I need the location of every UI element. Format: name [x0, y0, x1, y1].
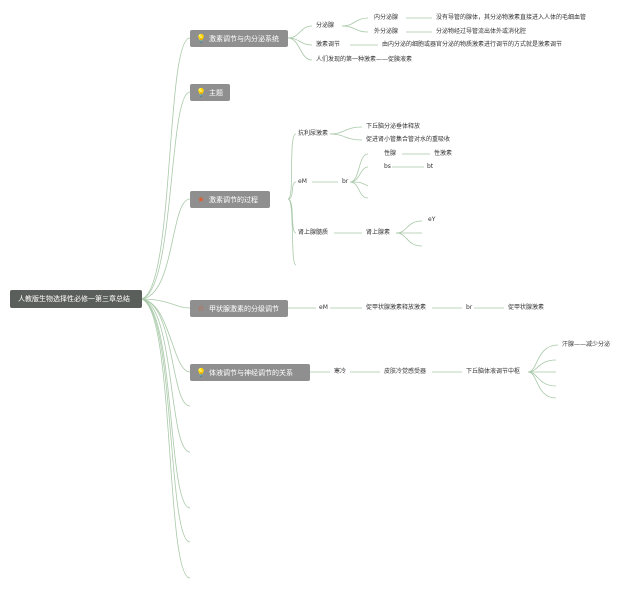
node-sex-hormone[interactable]: 性激素: [434, 150, 453, 157]
topic-endocrine-system[interactable]: 💡激素调节与内分泌系统: [190, 30, 288, 47]
topic-label: 主题: [209, 89, 223, 97]
topic-theme[interactable]: 💡主题: [190, 84, 230, 101]
node-hypothalamus-center[interactable]: 下丘脑体液调节中枢: [466, 368, 521, 375]
lightbulb-icon: 💡: [196, 368, 206, 377]
node-br[interactable]: br: [342, 178, 349, 185]
star-outline-icon: ☆: [197, 304, 205, 313]
node-br[interactable]: br: [466, 304, 473, 311]
node-first-hormone[interactable]: 人们发现的第一种激素——促胰液素: [316, 56, 413, 63]
node-cold[interactable]: 寒冷: [334, 368, 347, 375]
root-topic[interactable]: 人教版生物选择性必修一第三章总结: [10, 290, 142, 308]
node-hormone-regulation[interactable]: 激素调节: [316, 41, 341, 48]
topic-label: 激素调节与内分泌系统: [209, 35, 279, 43]
node-exocrine-gland[interactable]: 外分泌腺: [374, 28, 399, 35]
node-adh-source[interactable]: 下丘脑分泌垂体释放: [366, 123, 421, 130]
node-exocrine-desc[interactable]: 分泌物经过导管流出体外或消化腔: [436, 28, 527, 35]
node-em[interactable]: eM: [298, 178, 307, 185]
topic-humoral-neural[interactable]: 💡体液调节与神经调节的关系: [190, 364, 310, 381]
node-ey[interactable]: eY: [428, 216, 436, 223]
topic-label: 激素调节的过程: [209, 196, 258, 204]
topic-hormone-process[interactable]: ★ 激素调节的过程: [190, 191, 270, 208]
topic-label: 体液调节与神经调节的关系: [209, 369, 293, 377]
node-endocrine-gland[interactable]: 内分泌腺: [374, 14, 399, 21]
node-cold-receptor[interactable]: 皮肤冷觉感受器: [384, 368, 427, 375]
node-gonad[interactable]: 性腺: [384, 150, 397, 157]
node-secretory-gland[interactable]: 分泌腺: [316, 22, 335, 29]
node-endocrine-desc[interactable]: 没有导管的腺体，其分泌物激素直接进入人体的毛细血管: [436, 14, 587, 21]
node-adh[interactable]: 抗利尿激素: [298, 130, 329, 137]
node-bs[interactable]: bs: [384, 163, 391, 170]
node-adh-function[interactable]: 促进肾小管集合管对水的重吸收: [366, 136, 451, 143]
node-hormone-regulation-desc[interactable]: 由内分泌的细胞或器官分泌的物质激素进行调节的方式就是激素调节: [382, 41, 563, 48]
node-trh[interactable]: 促甲状腺激素释放激素: [366, 304, 427, 311]
node-adrenal-medulla[interactable]: 肾上腺髓质: [298, 229, 329, 236]
node-sweat-gland[interactable]: 汗腺——减少分泌: [562, 341, 611, 348]
node-em[interactable]: eM: [319, 304, 328, 311]
lightbulb-icon: 💡: [196, 88, 206, 97]
topic-label: 甲状腺激素的分级调节: [209, 305, 279, 313]
node-bt[interactable]: bt: [427, 163, 434, 170]
lightbulb-icon: 💡: [196, 34, 206, 43]
node-tsh[interactable]: 促甲状腺激素: [508, 304, 545, 311]
node-adrenaline[interactable]: 肾上腺素: [366, 229, 391, 236]
star-filled-icon: ★: [197, 195, 205, 204]
topic-thyroid-regulation[interactable]: ☆ 甲状腺激素的分级调节: [190, 300, 288, 317]
